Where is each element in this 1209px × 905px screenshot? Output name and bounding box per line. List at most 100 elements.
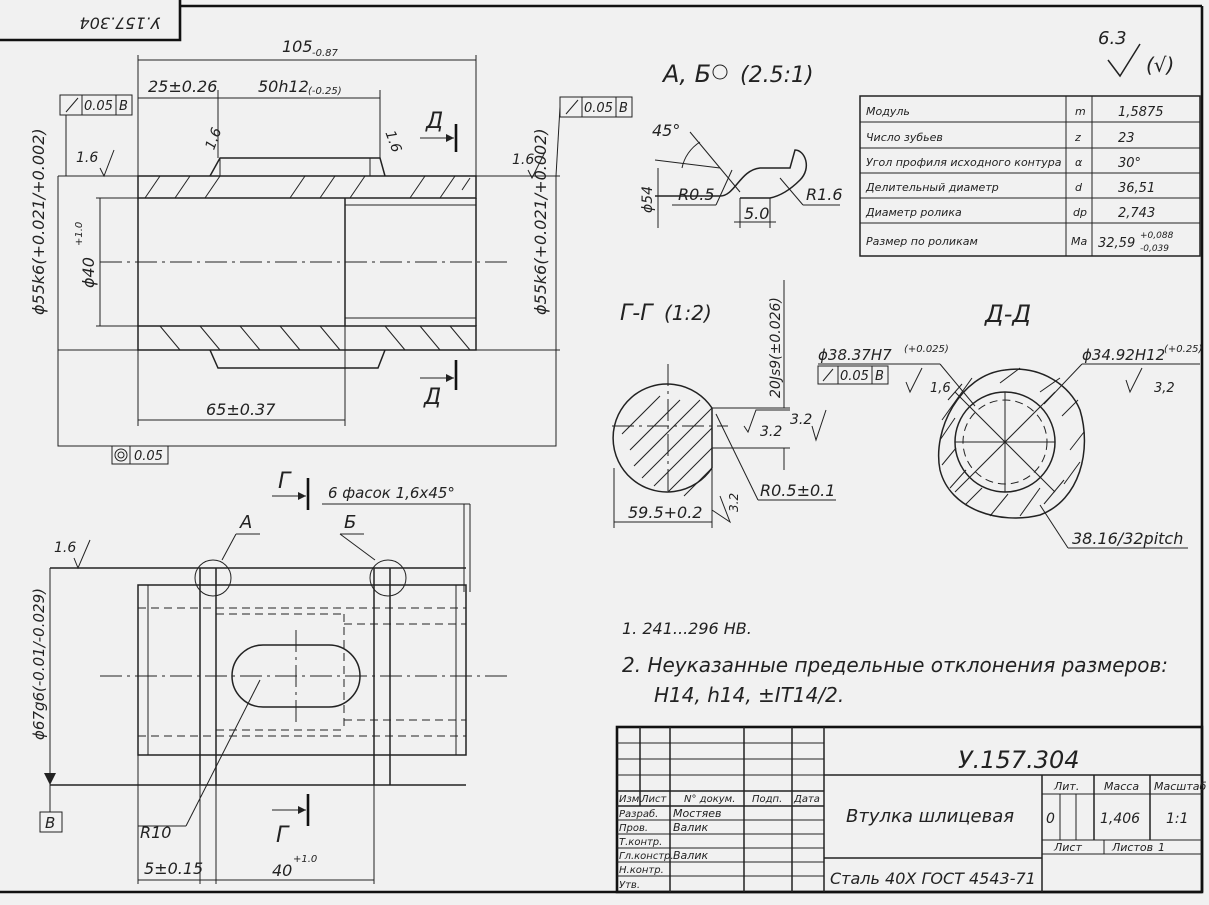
section-d-d: Д-Д ϕ38.37H7 (+0.025) — [817, 300, 1202, 549]
detail-title: А, Б — [661, 60, 711, 88]
bottom-view: Г 6 фасок 1,6х45° А Б 1.6 ϕ — [30, 469, 510, 884]
part-name: Втулка шлицевая — [846, 806, 1014, 827]
note-2-line-2: H14, h14, ±IT14/2. — [654, 683, 844, 707]
note-2-line-1: 2. Неуказанные предельные отклонения раз… — [622, 653, 1168, 677]
svg-text:Ma: Ma — [1071, 235, 1087, 248]
svg-text:Делительный диаметр: Делительный диаметр — [865, 181, 999, 194]
svg-text:3.2: 3.2 — [727, 493, 741, 512]
doc-number: У.157.304 — [958, 746, 1080, 774]
svg-text:R1.6: R1.6 — [806, 185, 843, 204]
dim-105: 105 — [282, 37, 313, 56]
title-block: У.157.304 Втулка шлицевая Сталь 40Х ГОСТ… — [615, 725, 1206, 894]
detail-view-ab: А, Б (2.5:1) 5.0 45° ϕ54 R0.5 R1.6 — [640, 60, 843, 228]
section-d-title: Д-Д — [984, 300, 1031, 328]
svg-text:Валик: Валик — [673, 849, 708, 862]
svg-text:20Js9(±0.026): 20Js9(±0.026) — [768, 297, 784, 398]
svg-text:ϕ54: ϕ54 — [640, 186, 656, 213]
svg-text:1,6: 1,6 — [930, 381, 951, 396]
svg-text:Изм.: Изм. — [619, 794, 643, 805]
svg-text:6.3: 6.3 — [1098, 28, 1127, 49]
svg-text:1.6: 1.6 — [382, 128, 405, 154]
svg-text:2,743: 2,743 — [1118, 206, 1155, 221]
roughness-side-marks: 1.6 1.6 — [76, 149, 546, 180]
stamp-number: У.157.304 — [80, 14, 161, 33]
svg-text:А: А — [239, 512, 252, 533]
dia55-left: ϕ55k6(+0.021/+0.002) — [29, 128, 48, 315]
svg-text:1,5875: 1,5875 — [1118, 105, 1164, 120]
concentricity-frame: 0.05 — [57, 350, 557, 465]
svg-text:Лист: Лист — [1053, 841, 1082, 854]
section-g-title: Г-Г — [620, 301, 654, 326]
general-roughness: 6.3 (√) — [1098, 28, 1174, 78]
svg-text:(+0.25): (+0.25) — [1164, 344, 1202, 355]
technical-notes: 1. 241...296 HB. 2. Неуказанные предельн… — [622, 619, 1168, 707]
svg-text:Подп.: Подп. — [752, 794, 782, 805]
svg-text:59.5+0.2: 59.5+0.2 — [628, 503, 702, 522]
svg-text:+0,088: +0,088 — [1140, 231, 1174, 241]
dia40: ϕ40 — [79, 257, 98, 288]
lower-wall-hatch — [137, 325, 477, 351]
svg-text:B: B — [875, 369, 884, 384]
svg-text:1:1: 1:1 — [1166, 811, 1189, 827]
svg-text:1,406: 1,406 — [1100, 811, 1140, 827]
svg-text:z: z — [1074, 131, 1081, 144]
svg-text:5.0: 5.0 — [744, 204, 769, 223]
svg-text:Листов: Листов — [1111, 841, 1153, 854]
svg-text:38.16/32pitch: 38.16/32pitch — [1072, 529, 1183, 548]
svg-text:40: 40 — [272, 861, 292, 880]
svg-text:+1.0: +1.0 — [293, 854, 317, 865]
svg-text:dp: dp — [1073, 206, 1087, 219]
runout-right: 0.05 B — [555, 96, 633, 177]
svg-text:(√): (√) — [1146, 53, 1174, 77]
svg-text:(1:2): (1:2) — [664, 301, 712, 325]
svg-text:(-0.25): (-0.25) — [308, 86, 342, 97]
spline-spec-table: Модуль m 1,5875 Число зубьев z 23 Угол п… — [859, 95, 1201, 257]
svg-text:Лист: Лист — [640, 794, 668, 805]
svg-text:65±0.37: 65±0.37 — [206, 400, 276, 419]
dim-25: 25±0.26 — [148, 77, 217, 96]
svg-text:Число зубьев: Число зубьев — [866, 131, 943, 144]
svg-text:B: B — [45, 814, 55, 832]
svg-text:Б: Б — [344, 512, 356, 533]
svg-text:Д: Д — [425, 109, 443, 134]
note-1: 1. 241...296 HB. — [622, 619, 752, 638]
runout-left: 0.05 B — [59, 94, 133, 176]
svg-text:30°: 30° — [1118, 156, 1141, 171]
svg-text:B: B — [119, 99, 128, 114]
svg-text:Разраб.: Разраб. — [619, 808, 658, 820]
svg-text:(+0.025): (+0.025) — [904, 344, 949, 355]
svg-text:45°: 45° — [652, 121, 680, 140]
svg-text:3.2: 3.2 — [760, 424, 782, 440]
svg-text:0.05: 0.05 — [84, 99, 113, 114]
svg-text:R10: R10 — [140, 823, 171, 842]
svg-text:Диаметр ролика: Диаметр ролика — [865, 206, 962, 219]
svg-text:Г: Г — [276, 823, 290, 848]
svg-text:Мостяев: Мостяев — [673, 807, 722, 820]
svg-text:R0.5±0.1: R0.5±0.1 — [760, 481, 835, 500]
section-d-arrows: Д Д — [420, 109, 458, 410]
svg-text:0.05: 0.05 — [134, 449, 163, 464]
svg-text:m: m — [1075, 105, 1086, 118]
svg-text:Г: Г — [278, 469, 292, 494]
svg-text:B: B — [619, 101, 628, 116]
upper-wall-hatch — [137, 175, 477, 199]
svg-text:1.6: 1.6 — [54, 540, 76, 556]
dia38: ϕ38.37H7 — [818, 346, 892, 364]
svg-text:Масштаб: Масштаб — [1154, 780, 1206, 793]
svg-text:Валик: Валик — [673, 821, 708, 834]
svg-text:Гл.констр.: Гл.констр. — [619, 851, 674, 862]
material: Сталь 40Х ГОСТ 4543-71 — [830, 869, 1036, 888]
detail-scale: (2.5:1) — [740, 63, 814, 88]
svg-text:+1.0: +1.0 — [74, 222, 85, 246]
dia34: ϕ34.92H12 — [1082, 346, 1165, 364]
svg-text:Н.контр.: Н.контр. — [619, 865, 664, 876]
section-g-g: Г-Г (1:2) 20Js9(±0.026) 3.2 3.2 R0.5±0.1… — [612, 280, 836, 528]
svg-text:1.6: 1.6 — [512, 152, 534, 168]
svg-text:36,51: 36,51 — [1118, 181, 1155, 196]
top-dimensions: 105 -0.87 25±0.26 50h12 (-0.25) 1.6 1.6 — [137, 37, 477, 176]
svg-text:0.05: 0.05 — [840, 369, 869, 384]
svg-text:R0.5: R0.5 — [678, 185, 715, 204]
svg-text:1: 1 — [1158, 841, 1165, 854]
